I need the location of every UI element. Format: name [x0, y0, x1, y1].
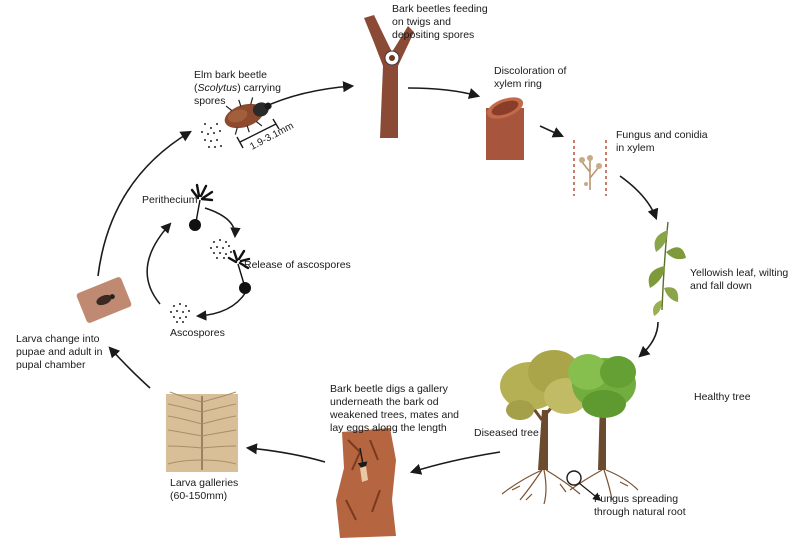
label-bark-feeding: Bark beetles feeding on twigs and deposi… — [392, 3, 491, 41]
arrow-larva-to-pupae — [108, 346, 151, 389]
elm-beetle-icon — [201, 97, 280, 149]
xylem-cylinder-icon — [486, 97, 524, 160]
wilting-leaf-icon — [648, 221, 686, 316]
diseased-tree-icon — [500, 350, 588, 470]
arrow-xylem-to-fungus — [539, 125, 565, 138]
twig-icon — [364, 15, 414, 138]
label-healthy-tree: Healthy tree — [694, 391, 751, 403]
fungus-xylem-icon — [573, 140, 607, 196]
roots-icon — [501, 469, 639, 505]
healthy-tree-icon — [568, 354, 636, 470]
label-fungus-root: Fungus spreading through natural root — [594, 493, 686, 518]
arrow-pupae-to-beetle — [97, 130, 192, 277]
bark-gallery-icon — [336, 428, 396, 538]
arrow-trees-to-gallery — [409, 451, 501, 475]
arrow-gallery-to-larva — [245, 443, 326, 463]
ascospore-cluster-icon — [170, 303, 190, 323]
spore-cluster-icon — [210, 239, 232, 259]
arrow-fungus-to-leaf — [619, 175, 659, 221]
label-discoloration: Discoloration of xylem ring — [494, 65, 569, 90]
label-perithecium: Perithecium — [142, 194, 198, 206]
size-scale-bar — [236, 118, 280, 149]
pupal-chamber-icon — [76, 277, 132, 323]
label-diseased-tree: Diseased tree — [474, 427, 539, 439]
label-yellow-leaf: Yellowish leaf, wilting and fall down — [690, 267, 791, 292]
label-fungus-xylem: Fungus and conidia in xylem — [616, 129, 711, 154]
label-pupae: Larva change into pupae and adult in pup… — [16, 333, 105, 371]
arrow-twig-to-xylem — [407, 87, 481, 99]
spore-cluster-icon — [201, 123, 222, 148]
label-larva-galleries: Larva galleries (60-150mm) — [170, 477, 241, 502]
magnifier-icon — [566, 470, 602, 502]
labels: Bark beetles feeding on twigs and deposi… — [16, 3, 791, 518]
perithecium-release-icon — [227, 249, 251, 294]
label-gallery: Bark beetle digs a gallery underneath th… — [329, 383, 462, 434]
label-release: Release of ascospores — [244, 259, 351, 271]
cycle-arrows — [97, 81, 659, 475]
larva-galleries-icon — [166, 391, 238, 472]
label-ascospores: Ascospores — [170, 327, 225, 339]
perithecium-icon — [189, 183, 214, 231]
arrow-leaf-to-trees — [638, 321, 659, 358]
inner-cycle — [146, 183, 251, 323]
label-elm-beetle: Elm bark beetle (Scolytus) carrying spor… — [194, 69, 284, 107]
